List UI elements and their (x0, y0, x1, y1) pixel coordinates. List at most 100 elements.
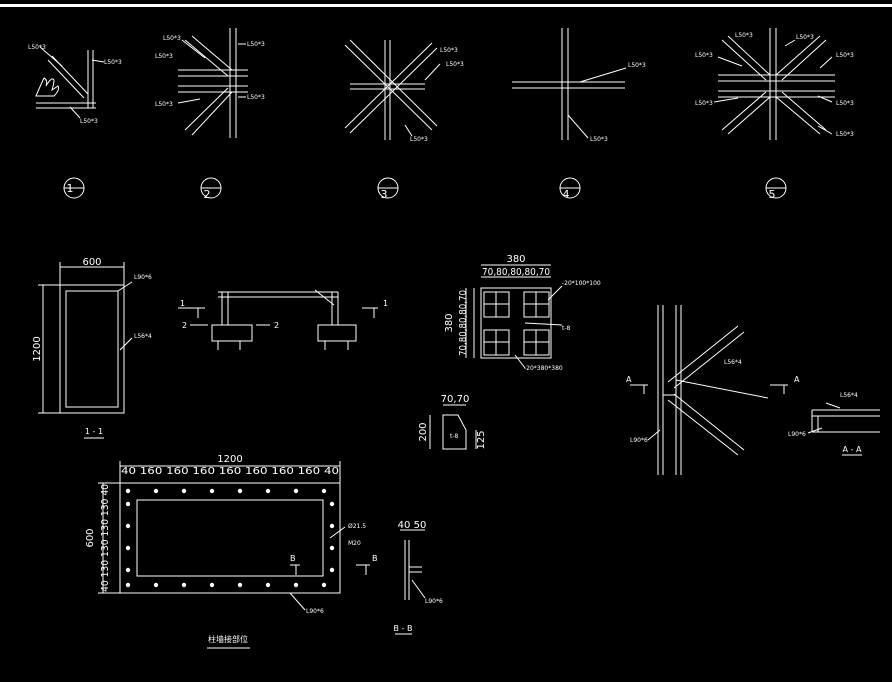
detail-2-joint (177, 28, 248, 138)
label-aa-l90: L90*6 (788, 431, 806, 438)
label-d2-e: L50*3 (247, 94, 265, 101)
detail-marker-2: 2 (204, 188, 211, 201)
label-d5-c: L50*3 (695, 52, 713, 59)
bolt-hole (153, 488, 159, 494)
label-d1-c: L50*3 (80, 118, 98, 125)
bolt-hole (293, 488, 299, 494)
dim-rib-top: 70,70 (441, 394, 470, 405)
label-plate-small: -20*100*100 (562, 280, 601, 287)
section-b-b (395, 529, 426, 635)
dim-rib-right: 125 (476, 430, 487, 449)
bolt-hole (237, 582, 243, 588)
bolt-hole (181, 582, 187, 588)
bolt-hole (329, 545, 335, 551)
bolt-hole (265, 582, 271, 588)
bolt-hole (125, 545, 131, 551)
dim-panel-side-spacing: 40 130 130 130 130 40 (100, 484, 111, 592)
bolt-hole (209, 488, 215, 494)
column-bracing-elevation (630, 305, 788, 475)
section-label-b-b: B - B (394, 624, 413, 633)
cut-b-left: B (290, 554, 296, 563)
detail-4-joint (512, 28, 627, 140)
bolt-hole (125, 523, 131, 529)
label-aa-l56: L56*4 (840, 392, 858, 399)
bolt-hole (329, 501, 335, 507)
panel-title: 柱墙接部位 (208, 634, 248, 644)
bolt-hole (265, 488, 271, 494)
label-plate-large: -20*380*380 (524, 365, 563, 372)
label-d2-d: L50*3 (155, 101, 173, 108)
cut-a-left: A (626, 375, 632, 384)
label-stiffener-1: t-8 (562, 325, 571, 332)
truss-elevation (178, 289, 378, 350)
bolt-hole (329, 523, 335, 529)
bolt-hole (329, 567, 335, 573)
bolt-hole (237, 488, 243, 494)
dim-panel-height: 600 (85, 528, 96, 547)
dim-rib-left: 200 (418, 422, 429, 441)
cut-1-right: 1 (383, 299, 388, 308)
detail-marker-3: 3 (381, 188, 388, 201)
bolt-hole (209, 582, 215, 588)
detail-markers (63, 177, 787, 199)
label-d2-a: L50*3 (163, 35, 181, 42)
label-bb-l90: L90*6 (425, 598, 443, 605)
bolt-holes (125, 488, 335, 588)
dim-frame-height: 1200 (32, 336, 43, 361)
label-d1-a: L50*3 (28, 44, 46, 51)
label-d3-c: L50*3 (410, 136, 428, 143)
detail-marker-4: 4 (563, 188, 570, 201)
stiffener-rib (429, 404, 477, 450)
bolt-panel (98, 461, 370, 649)
label-d2-c: L50*3 (247, 41, 265, 48)
cut-2-left: 2 (182, 321, 187, 330)
bolt-hole (125, 567, 131, 573)
label-d5-a: L50*3 (735, 32, 753, 39)
cut-a-right: A (794, 375, 800, 384)
label-hole-diameter: Ø21.5 (348, 523, 366, 530)
section-1-1-frame (38, 262, 133, 439)
label-d5-f: L50*3 (836, 100, 854, 107)
cut-b-right: B (372, 554, 378, 563)
detail-marker-1: 1 (67, 182, 74, 195)
dim-panel-width: 1200 (217, 454, 242, 465)
detail-3-joint (344, 39, 441, 140)
label-d5-d: L50*3 (836, 52, 854, 59)
label-d5-e: L50*3 (695, 100, 713, 107)
label-brace-l56: L56*4 (724, 359, 742, 366)
cut-2-right: 2 (274, 321, 279, 330)
dim-frame-width: 600 (82, 257, 101, 268)
bolt-hole (293, 582, 299, 588)
bolt-hole (153, 582, 159, 588)
section-a-a (807, 402, 880, 456)
label-frame-l90: L90*6 (134, 274, 152, 281)
label-bolt: M20 (348, 540, 361, 547)
label-d4-a: L50*3 (628, 62, 646, 69)
bolt-hole (125, 488, 131, 494)
label-d5-g: L50*3 (836, 131, 854, 138)
dim-plate-subdiv-v: 70,80,80,80,70 (458, 290, 469, 356)
section-label-1-1: 1 - 1 (85, 427, 103, 436)
section-label-a-a: A - A (843, 445, 862, 454)
label-frame-l56: L56*4 (134, 333, 152, 340)
detail-1-joint (35, 46, 105, 119)
label-column-l90: L90*6 (630, 437, 648, 444)
label-stiffener-2: t-8 (450, 433, 459, 440)
bolt-hole (321, 488, 327, 494)
dim-plate-size: 380 (506, 254, 525, 265)
dim-panel-top-spacing: 40 160 160 160 160 160 160 160 40 (121, 466, 339, 477)
label-d1-b: L50*3 (104, 59, 122, 66)
label-d4-b: L50*3 (590, 136, 608, 143)
bolt-hole (321, 582, 327, 588)
bolt-hole (125, 501, 131, 507)
label-panel-l90: L90*6 (306, 608, 324, 615)
label-d3-a: L50*3 (440, 47, 458, 54)
bolt-hole (125, 582, 131, 588)
dim-plate-size-v: 380 (444, 313, 455, 332)
bolt-hole (181, 488, 187, 494)
top-border-line (0, 4, 892, 7)
detail-marker-5: 5 (769, 188, 776, 201)
label-d2-b: L50*3 (155, 53, 173, 60)
